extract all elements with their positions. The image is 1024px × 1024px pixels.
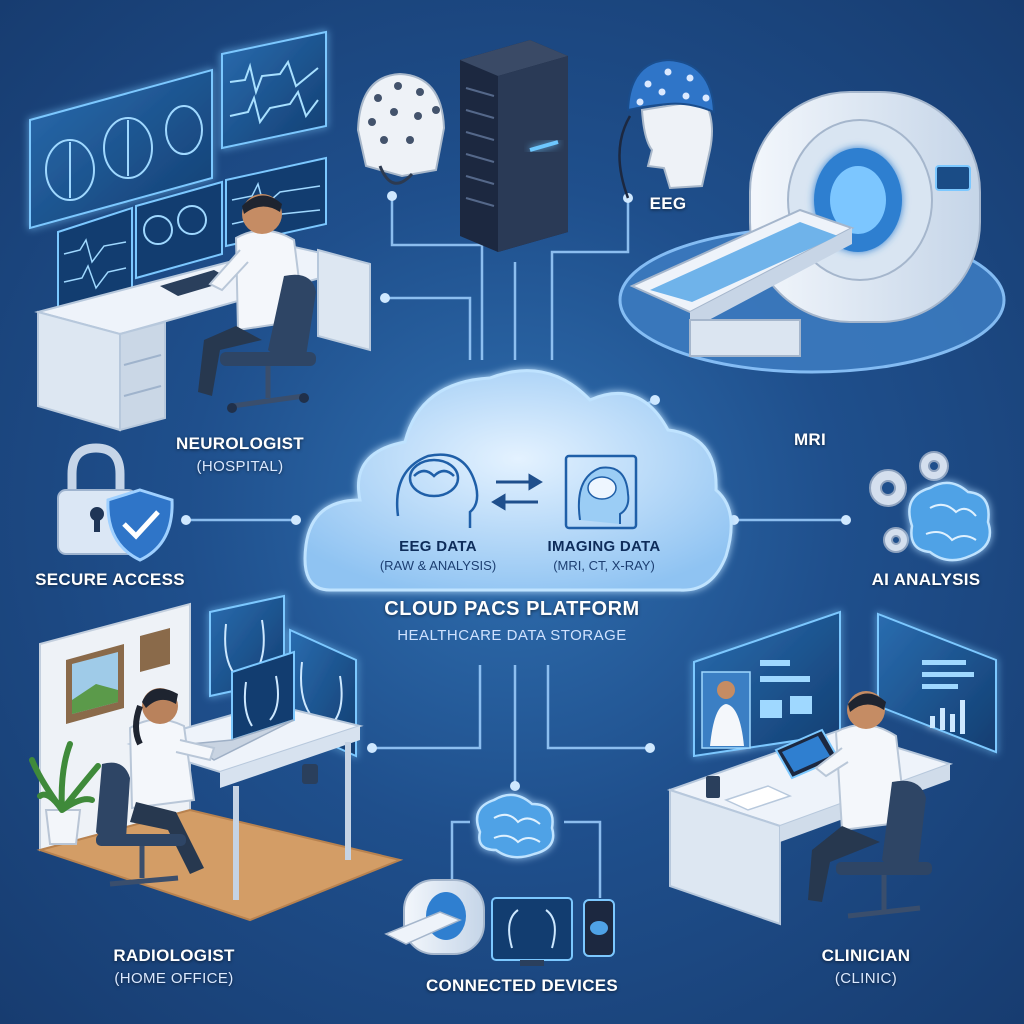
eeg-data-title: EEG DATA (399, 538, 477, 555)
eeg-head-device (618, 58, 716, 199)
neurologist-workstation (29, 30, 371, 432)
mri-scanner-icon (384, 879, 485, 955)
radiologist-figure (128, 688, 216, 874)
desk-cabinet-right (317, 248, 371, 352)
connector-dots (181, 191, 851, 791)
ai-analysis-icon (869, 451, 992, 562)
imaging-data-label: IMAGING DATA (MRI, CT, X-RAY) (526, 538, 682, 573)
holo-wave-screen (221, 30, 327, 150)
platform-label: CLOUD PACS PLATFORM HEALTHCARE DATA STOR… (312, 598, 712, 644)
eeg-label: EEG (628, 194, 708, 214)
eeg-data-label: EEG DATA (RAW & ANALYSIS) (368, 538, 508, 573)
imaging-data-subtitle: (MRI, CT, X-RAY) (553, 558, 655, 573)
brain-icon (908, 481, 992, 562)
ai-analysis-label: AI ANALYSIS (836, 570, 1016, 590)
brain-icon (475, 793, 555, 859)
clinician-clinic (666, 610, 997, 926)
office-chair (96, 762, 186, 887)
eeg-electrode-cap (626, 58, 716, 114)
mri-scanner-icon (618, 91, 1006, 374)
monitor-icon (491, 897, 573, 966)
imaging-data-title: IMAGING DATA (547, 538, 661, 555)
platform-subtitle: HEALTHCARE DATA STORAGE (397, 627, 627, 644)
connector-eeg-cap (390, 196, 484, 360)
sync-arrows-icon (491, 473, 543, 511)
connector-devices-right (564, 820, 602, 898)
eeg-data-subtitle: (RAW & ANALYSIS) (379, 558, 497, 573)
neurologist-subtitle: (HOSPITAL) (196, 458, 284, 475)
cloud-pacs-platform (303, 369, 733, 592)
secure-access-label: SECURE ACCESS (10, 570, 210, 590)
secure-access-title: SECURE ACCESS (35, 570, 185, 589)
ai-analysis-title: AI ANALYSIS (871, 570, 981, 589)
clinician-subtitle: (CLINIC) (834, 970, 898, 987)
connector-radiologist (372, 665, 482, 750)
mri-head-scan-icon (564, 454, 638, 530)
connector-devices-left (450, 820, 470, 880)
holo-brain-screen (29, 68, 213, 230)
head-mannequin-icon (640, 98, 713, 190)
cloud-icon (303, 369, 733, 592)
connector-clinician (546, 665, 650, 750)
office-chair (220, 274, 316, 413)
connected-devices-label: CONNECTED DEVICES (402, 976, 642, 996)
keyboard (160, 270, 232, 296)
office-chair (836, 780, 932, 919)
radiologist-subtitle: (HOME OFFICE) (114, 970, 234, 987)
plant-icon (29, 741, 101, 845)
picture-frame-icon (66, 628, 170, 724)
connected-devices-title: CONNECTED DEVICES (425, 976, 619, 995)
brain-head-icon (395, 453, 479, 528)
mri-label: MRI (770, 430, 850, 450)
smartphone-icon (583, 899, 615, 957)
radiologist-home-office (29, 594, 404, 922)
mri-title: MRI (793, 430, 827, 449)
server-rack-icon (460, 40, 568, 252)
gears-icon (869, 451, 949, 553)
shield-check-icon (106, 488, 174, 562)
clinician-label: CLINICIAN (CLINIC) (796, 946, 936, 987)
radiologist-label: RADIOLOGIST (HOME OFFICE) (84, 946, 264, 987)
clinician-title: CLINICIAN (821, 946, 911, 965)
platform-title: CLOUD PACS PLATFORM (384, 598, 640, 620)
desk-front (37, 310, 121, 432)
clinician-figure (808, 691, 908, 902)
eeg-cap-device (356, 72, 446, 185)
holo-video-screen (693, 610, 841, 758)
brain-scan-icon (45, 105, 203, 201)
connected-devices (384, 793, 615, 966)
holo-chart-screen (877, 612, 997, 754)
secure-access-icon (57, 443, 174, 562)
connector-eeg (550, 198, 630, 360)
eeg-title: EEG (649, 194, 687, 213)
connector-neurologist (385, 296, 472, 360)
padlock-icon (67, 443, 125, 492)
desk-drawers (119, 320, 166, 432)
neurologist-label: NEUROLOGIST (HOSPITAL) (150, 434, 330, 475)
neurologist-title: NEUROLOGIST (176, 434, 304, 453)
radiologist-title: RADIOLOGIST (113, 946, 235, 965)
